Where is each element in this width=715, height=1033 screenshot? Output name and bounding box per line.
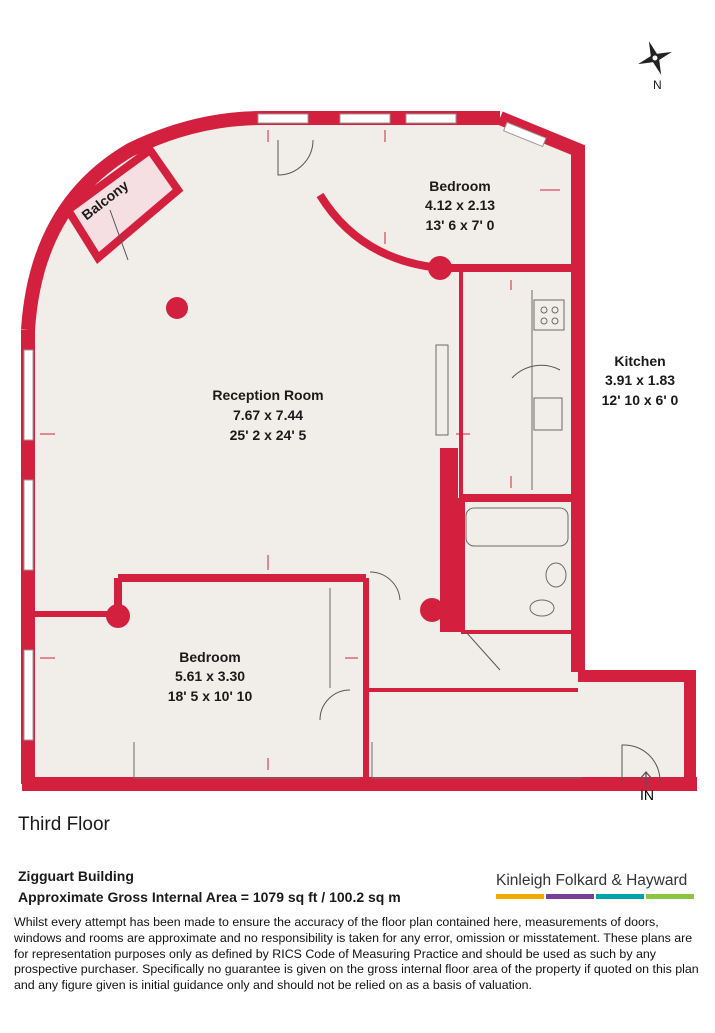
gross-area: Approximate Gross Internal Area = 1079 s… [18, 889, 401, 905]
windows [23, 113, 547, 741]
bedroom-bottom-metric: 5.61 x 3.30 [175, 668, 245, 684]
dimension-arrows [40, 130, 560, 770]
floor-title: Third Floor [18, 814, 110, 835]
bedroom-top-imperial: 13' 6 x 7' 0 [426, 217, 495, 233]
column [428, 256, 452, 280]
bedroom-bottom-imperial: 18' 5 x 10' 10 [168, 688, 253, 704]
brand-bar-4 [646, 894, 694, 899]
brand-bar-3 [596, 894, 644, 899]
column [106, 604, 130, 628]
kitchen-fixtures [133, 290, 582, 779]
bedroom-bottom-name: Bedroom [179, 649, 240, 665]
bedroom-top-metric: 4.12 x 2.13 [425, 197, 495, 213]
kitchen-imperial: 12' 10 x 6' 0 [602, 392, 679, 408]
kitchen-label-box [588, 350, 694, 414]
compass-label: N [653, 78, 662, 92]
entrance-label: IN [640, 787, 654, 800]
reception-metric: 7.67 x 7.44 [233, 407, 303, 423]
brand-bar-2 [546, 894, 594, 899]
floor-plan: Balcony [21, 41, 697, 800]
kitchen-metric: 3.91 x 1.83 [605, 372, 675, 388]
kitchen-name: Kitchen [614, 353, 665, 369]
disclaimer: Whilst every attempt has been made to en… [14, 915, 699, 993]
entrance-arrow-icon [639, 771, 653, 788]
column [166, 297, 188, 319]
brand-bar-1 [496, 894, 544, 899]
building-name: Zigguart Building [18, 868, 134, 884]
door-swings [109, 139, 661, 783]
floor-area [30, 118, 690, 782]
brand-logo: Kinleigh Folkard & Hayward [496, 872, 688, 889]
balcony: Balcony [62, 144, 184, 265]
compass-icon [638, 41, 672, 75]
column [420, 598, 444, 622]
room-labels: Bedroom 4.12 x 2.13 13' 6 x 7' 0 Recepti… [168, 178, 694, 800]
reception-imperial: 25' 2 x 24' 5 [230, 427, 307, 443]
bedroom-top-name: Bedroom [429, 178, 490, 194]
reception-name: Reception Room [212, 387, 323, 403]
